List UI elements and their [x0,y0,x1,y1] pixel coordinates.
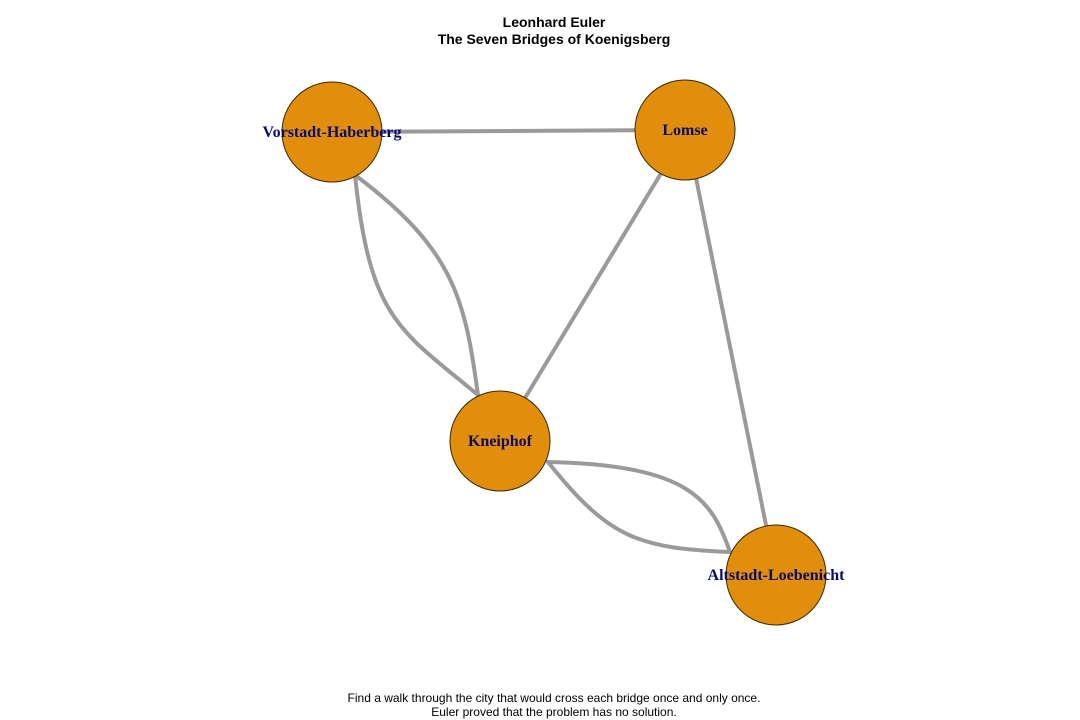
edge-bridge-6 [546,460,732,554]
node-label-altstadt: Altstadt-Loebenicht [708,567,846,584]
node-label-kneiphof: Kneiphof [468,433,533,450]
edge-bridge-5 [694,176,768,527]
node-label-vorstadt: Vorstadt-Haberberg [263,124,402,141]
edges-layer [330,128,768,554]
caption-line-2: Euler proved that the problem has no sol… [431,705,677,719]
node-circle-kneiphof [449,390,551,492]
node-lomse: Lomse [634,79,736,181]
edge-bridge-4 [523,173,662,400]
caption: Find a walk through the city that would … [0,691,1080,719]
node-circle-altstadt [725,524,827,626]
chart-title: Leonhard Euler The Seven Bridges of Koen… [0,14,1080,48]
edge-bridge-1 [330,128,687,134]
edge-bridge-3 [353,173,480,397]
edge-bridge-2 [353,173,480,397]
node-altstadt: Altstadt-Loebenicht [708,524,846,626]
title-line-1: Leonhard Euler [502,14,606,30]
caption-line-1: Find a walk through the city that would … [347,691,761,705]
node-kneiphof: Kneiphof [449,390,551,492]
node-circle-vorstadt [281,81,383,183]
edge-bridge-7 [546,460,732,554]
node-circle-lomse [634,79,736,181]
node-vorstadt: Vorstadt-Haberberg [263,81,402,183]
node-label-lomse: Lomse [662,122,707,139]
title-line-2: The Seven Bridges of Koenigsberg [437,31,671,47]
nodes-layer: Vorstadt-Haberberg LomseKneiphofAltstadt-… [263,79,846,626]
